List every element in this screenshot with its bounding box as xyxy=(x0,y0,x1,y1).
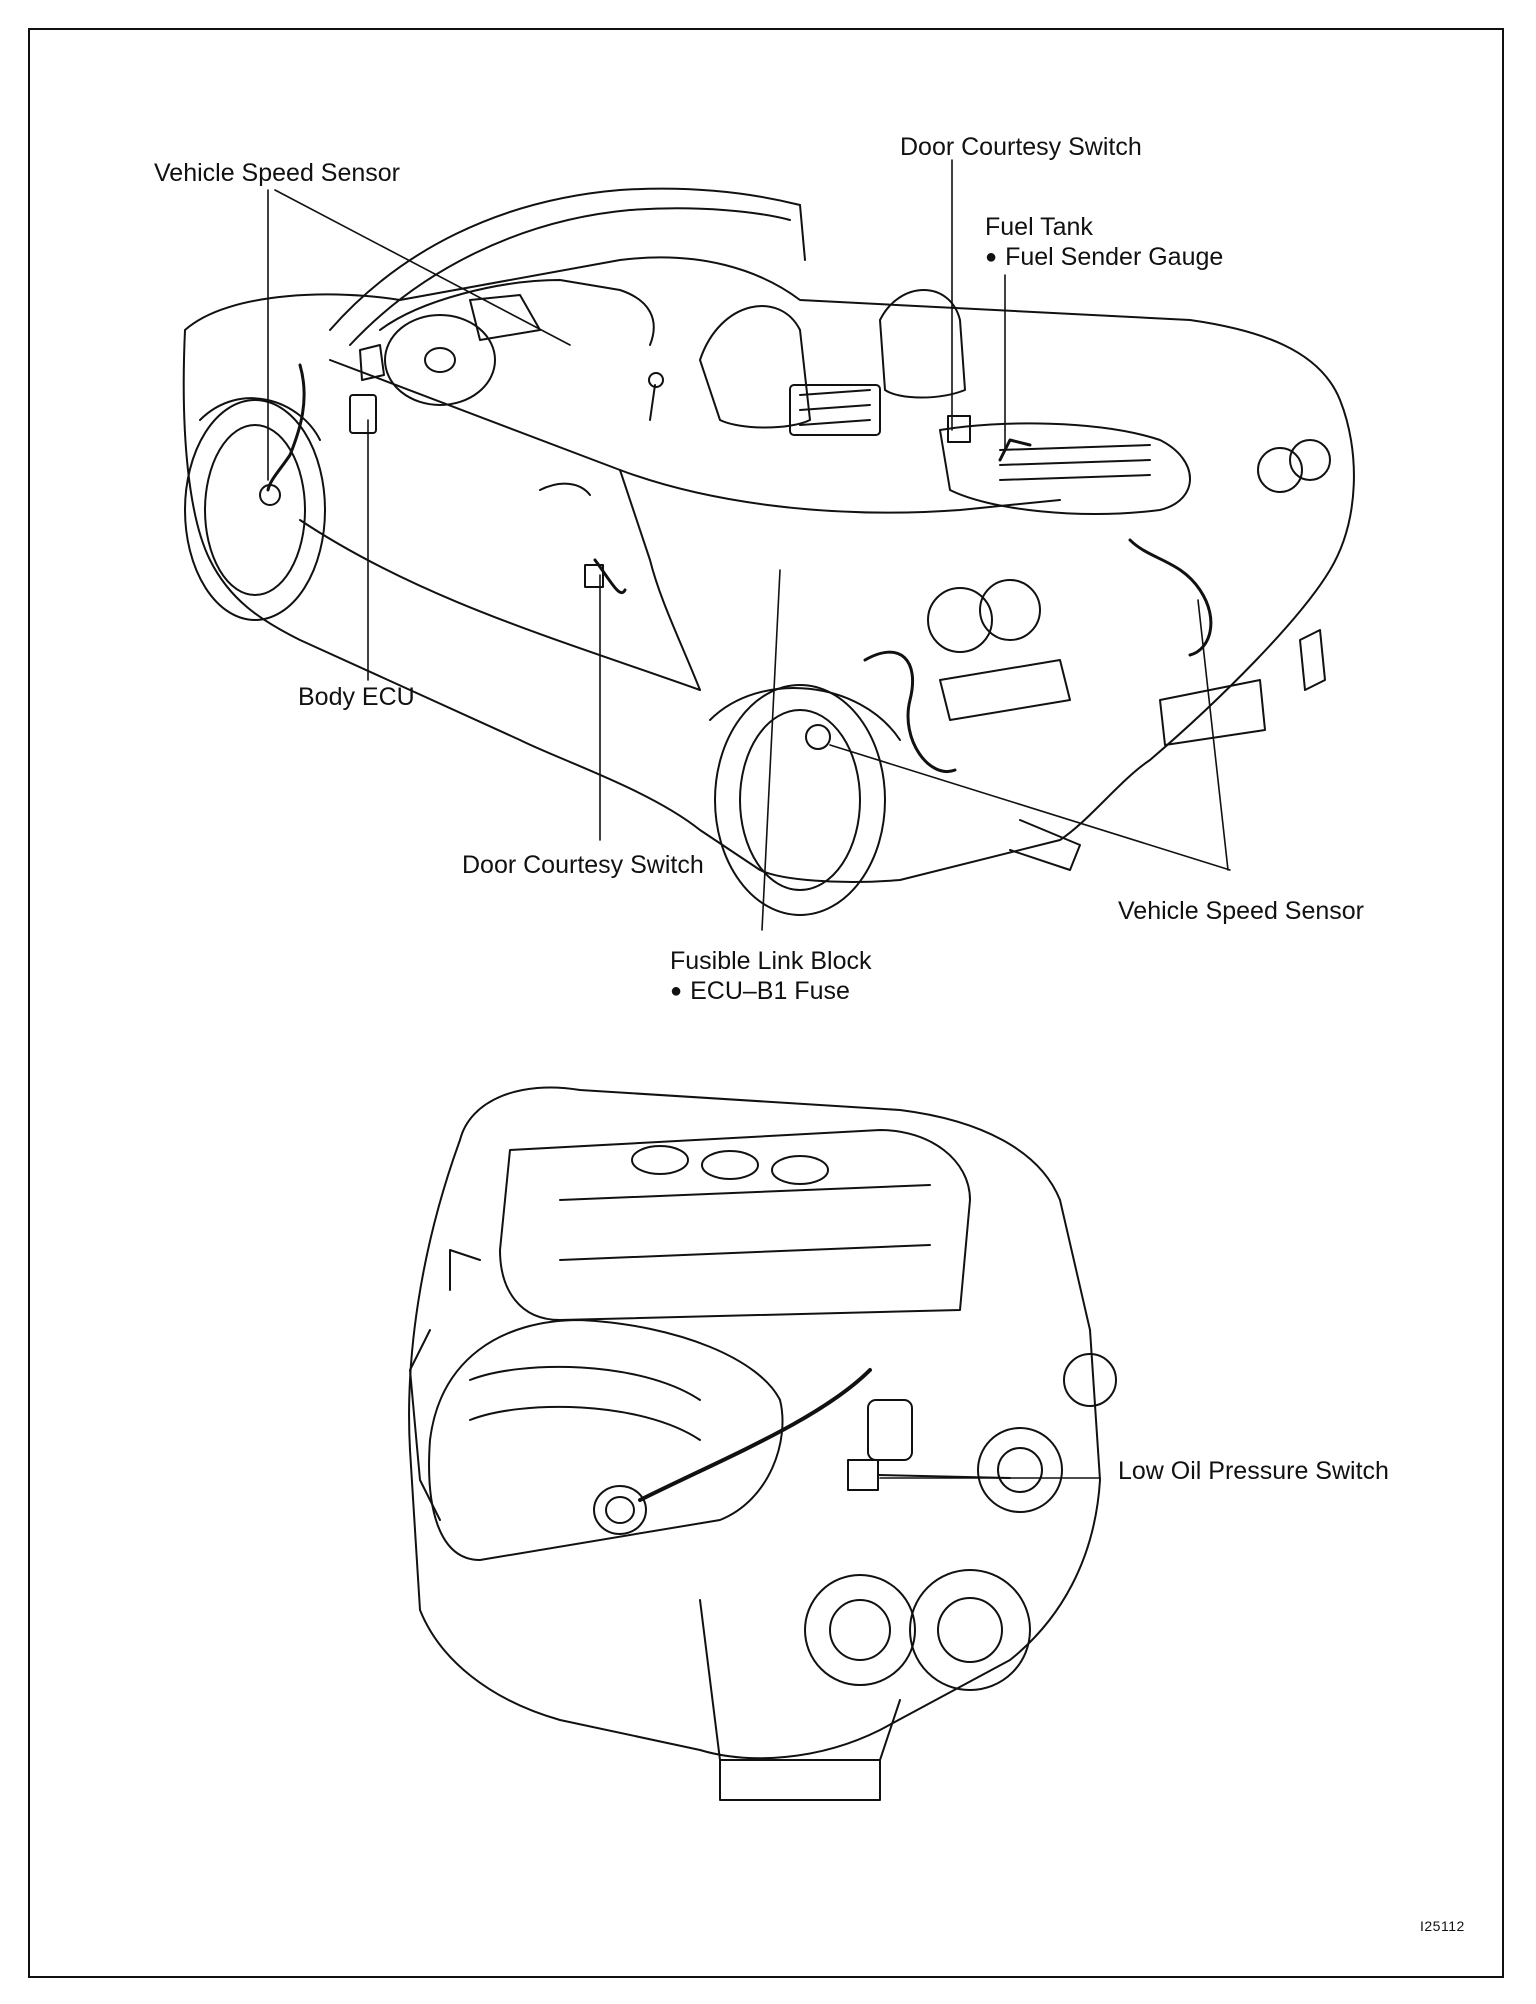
door-courtesy-switch-label-top: Door Courtesy Switch xyxy=(900,133,1142,161)
door-courtesy-switch-label-bottom: Door Courtesy Switch xyxy=(462,851,704,879)
fuel-sender-gauge-label: Fuel Sender Gauge xyxy=(985,242,1223,272)
fuel-tank-label: Fuel Tank xyxy=(985,213,1093,241)
car-drawing xyxy=(182,187,1355,916)
ecu-b1-fuse-label: ECU–B1 Fuse xyxy=(670,976,850,1006)
body-ecu-label: Body ECU xyxy=(298,683,415,711)
leader-lines xyxy=(267,159,1231,1479)
figure-id: I25112 xyxy=(1420,1918,1465,1934)
fusible-link-block-label: Fusible Link Block xyxy=(670,947,872,975)
vehicle-speed-sensor-label-top: Vehicle Speed Sensor xyxy=(154,159,401,187)
engine-drawing xyxy=(408,1086,1117,1801)
low-oil-pressure-switch-label: Low Oil Pressure Switch xyxy=(1118,1457,1389,1485)
diagram-frame xyxy=(28,28,1504,1978)
vehicle-speed-sensor-label-bottom: Vehicle Speed Sensor xyxy=(1118,897,1365,925)
